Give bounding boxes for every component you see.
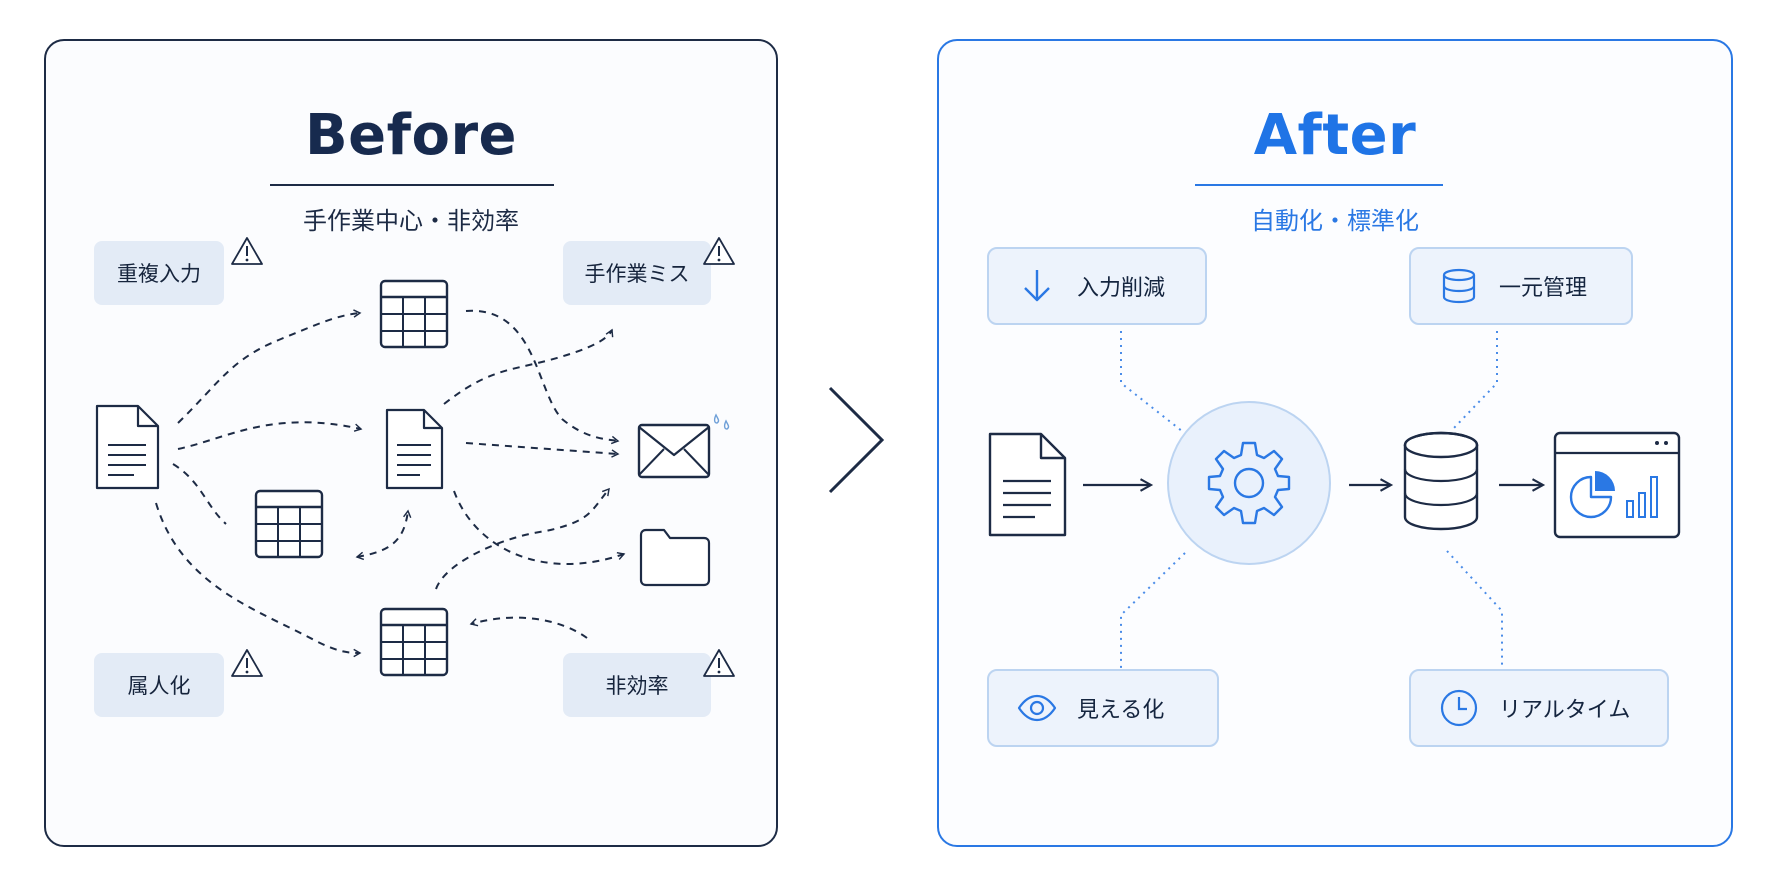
- tag-label: 手作業ミス: [584, 262, 690, 286]
- tag-individual-dependency: 属人化: [94, 653, 224, 717]
- spreadsheet-icon: [379, 279, 449, 349]
- chevron-right-icon: [828, 386, 885, 494]
- warning-icon: [231, 237, 263, 265]
- tag-label: 重複入力: [117, 262, 201, 286]
- gear-icon: [1207, 441, 1291, 525]
- after-subtitle: 自動化・標準化: [1251, 207, 1419, 235]
- after-panel: After 自動化・標準化 入力削減: [937, 39, 1733, 847]
- after-title-underline: [1195, 184, 1443, 186]
- mail-icon: [637, 413, 730, 479]
- warning-icon: [231, 649, 263, 677]
- tag-label: 属人化: [127, 674, 191, 698]
- tag-manual-errors: 手作業ミス: [563, 241, 711, 305]
- chip-centralized-management: 一元管理: [1409, 247, 1633, 325]
- tag-duplicate-input: 重複入力: [94, 241, 224, 305]
- automation-hub: [1167, 401, 1331, 565]
- chip-visualization: 見える化: [987, 669, 1219, 747]
- before-subtitle: 手作業中心・非効率: [303, 207, 519, 235]
- after-title: After: [1253, 103, 1417, 168]
- document-icon: [385, 408, 444, 490]
- before-title: Before: [304, 103, 518, 168]
- spreadsheet-icon: [254, 489, 324, 559]
- spreadsheet-icon: [379, 607, 449, 677]
- dashboard-icon: [1553, 431, 1681, 539]
- folder-icon: [639, 528, 711, 587]
- clock-icon: [1440, 689, 1478, 727]
- arrow-down-icon: [1024, 270, 1050, 302]
- chip-input-reduction: 入力削減: [987, 247, 1207, 325]
- database-icon: [1442, 268, 1476, 304]
- chip-label: リアルタイム: [1499, 698, 1631, 723]
- database-icon: [1403, 431, 1479, 531]
- document-icon: [988, 432, 1067, 537]
- chip-realtime: リアルタイム: [1409, 669, 1669, 747]
- chip-label: 一元管理: [1499, 276, 1588, 301]
- before-title-underline: [270, 184, 554, 186]
- chip-label: 入力削減: [1077, 276, 1166, 301]
- warning-icon: [703, 649, 735, 677]
- document-icon: [95, 404, 160, 490]
- tag-label: 非効率: [605, 674, 669, 698]
- before-flow-lines: [155, 309, 626, 658]
- chip-label: 見える化: [1077, 698, 1165, 723]
- after-flow-lines: [1083, 331, 1546, 671]
- warning-icon: [703, 237, 735, 265]
- eye-icon: [1017, 694, 1057, 722]
- tag-inefficiency: 非効率: [563, 653, 711, 717]
- before-panel: Before 手作業中心・非効率 重複入力: [44, 39, 778, 847]
